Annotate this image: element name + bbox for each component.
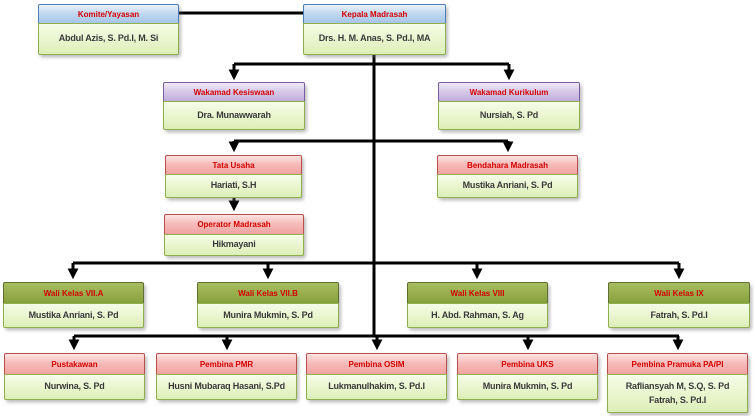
node-title: Wakamad Kesiswaan — [163, 82, 305, 102]
node-person: Abdul Azis, S. Pd.I, M. Si — [38, 23, 179, 55]
node-wali-kelas-9: Wali Kelas IX Fatrah, S. Pd.I — [608, 282, 750, 328]
node-person: Hikmayani — [164, 234, 304, 256]
node-wali-kelas-7a: Wali Kelas VII.A Mustika Anriani, S. Pd — [3, 282, 144, 328]
node-title: Tata Usaha — [165, 155, 302, 175]
node-kepala-madrasah: Kepala Madrasah Drs. H. M. Anas, S. Pd.I… — [303, 4, 446, 55]
node-pembina-pramuka: Pembina Pramuka PA/PI Rafliansyah M, S.Q… — [607, 353, 748, 413]
node-person: Nurwina, S. Pd — [4, 374, 145, 400]
links-wakamad-level — [228, 62, 515, 81]
node-title: Pembina UKS — [457, 353, 598, 375]
node-title: Wakamad Kurikulum — [438, 82, 580, 102]
node-title: Bendahara Madrasah — [437, 155, 578, 175]
node-person: Hariati, S.H — [165, 174, 302, 198]
node-title: Komite/Yayasan — [38, 4, 179, 24]
node-person: H. Abd. Rahman, S. Ag — [407, 303, 548, 328]
node-persons: Rafliansyah M, S.Q, S. Pd Fatrah, S. Pd.… — [607, 374, 748, 413]
node-title: Wali Kelas VII.B — [197, 282, 339, 304]
node-person: Fatrah, S. Pd.I — [648, 394, 706, 405]
node-person: Munira Mukmin, S. Pd — [197, 303, 339, 328]
node-pembina-osim: Pembina OSIM Lukmanulhakim, S. Pd.I — [306, 353, 447, 400]
links-pembina-level — [68, 334, 684, 351]
node-wakamad-kurikulum: Wakamad Kurikulum Nursiah, S. Pd — [438, 82, 580, 130]
node-person: Munira Mukmin, S. Pd — [457, 374, 598, 400]
node-bendahara-madrasah: Bendahara Madrasah Mustika Anriani, S. P… — [437, 155, 578, 198]
node-title: Pustakawan — [4, 353, 145, 375]
node-title: Wali Kelas IX — [608, 282, 750, 304]
node-title: Pembina Pramuka PA/PI — [607, 353, 748, 375]
node-title: Wali Kelas VIII — [407, 282, 548, 304]
node-person: Mustika Anriani, S. Pd — [3, 303, 144, 328]
node-title: Pembina PMR — [156, 353, 297, 375]
node-person: Fatrah, S. Pd.I — [608, 303, 750, 328]
links-tatausaha-level — [228, 139, 514, 153]
node-title: Pembina OSIM — [306, 353, 447, 375]
node-wakamad-kesiswaan: Wakamad Kesiswaan Dra. Munawwarah — [163, 82, 305, 130]
node-title: Kepala Madrasah — [303, 4, 446, 24]
node-person: Nursiah, S. Pd — [438, 101, 580, 130]
node-wali-kelas-8: Wali Kelas VIII H. Abd. Rahman, S. Ag — [407, 282, 548, 328]
node-person: Drs. H. M. Anas, S. Pd.I, MA — [303, 23, 446, 55]
node-person: Lukmanulhakim, S. Pd.I — [306, 374, 447, 400]
node-operator-madrasah: Operator Madrasah Hikmayani — [164, 214, 304, 256]
node-person: Rafliansyah M, S.Q, S. Pd — [625, 381, 730, 392]
node-tata-usaha: Tata Usaha Hariati, S.H — [165, 155, 302, 198]
node-pembina-pmr: Pembina PMR Husni Mubaraq Hasani, S.Pd — [156, 353, 297, 400]
node-pembina-uks: Pembina UKS Munira Mukmin, S. Pd — [457, 353, 598, 400]
links-walikelas-level — [67, 261, 685, 280]
node-person: Dra. Munawwarah — [163, 101, 305, 130]
node-pustakawan: Pustakawan Nurwina, S. Pd — [4, 353, 145, 400]
node-person: Mustika Anriani, S. Pd — [437, 174, 578, 198]
node-wali-kelas-7b: Wali Kelas VII.B Munira Mukmin, S. Pd — [197, 282, 339, 328]
node-title: Wali Kelas VII.A — [3, 282, 144, 304]
node-title: Operator Madrasah — [164, 214, 304, 235]
node-person: Husni Mubaraq Hasani, S.Pd — [156, 374, 297, 400]
node-komite-yayasan: Komite/Yayasan Abdul Azis, S. Pd.I, M. S… — [38, 4, 179, 55]
